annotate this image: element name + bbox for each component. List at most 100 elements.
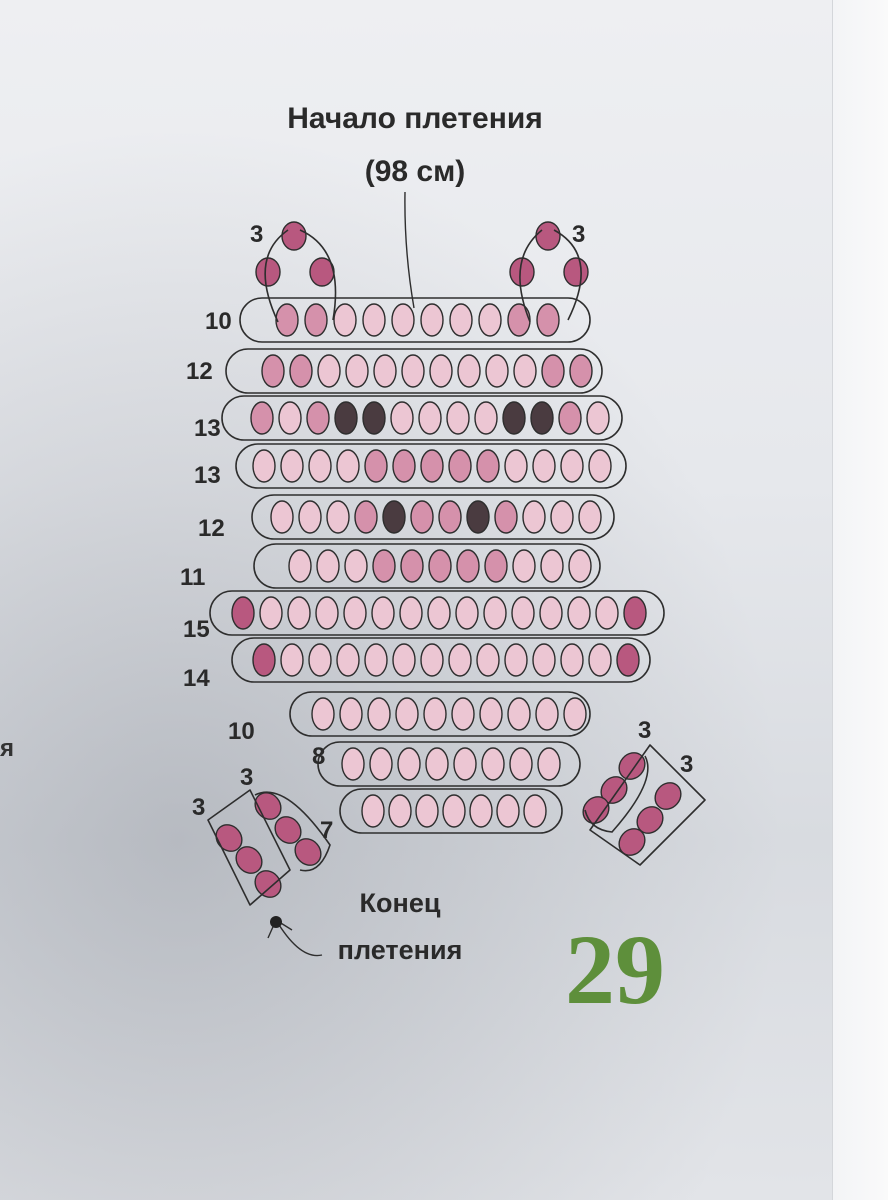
bead — [618, 752, 646, 780]
bead — [343, 596, 367, 630]
bead — [254, 870, 282, 898]
bead — [469, 794, 493, 828]
bead — [250, 401, 274, 435]
bead — [560, 449, 584, 483]
bead — [512, 549, 536, 583]
bead — [364, 643, 388, 677]
bead — [281, 221, 307, 251]
bead — [494, 500, 518, 534]
wire-loop — [251, 494, 615, 540]
bead — [563, 257, 589, 287]
bead — [541, 354, 565, 388]
wire-loop — [209, 590, 665, 636]
bead — [344, 549, 368, 583]
bead — [334, 401, 358, 435]
bead — [502, 401, 526, 435]
bead — [235, 846, 263, 874]
bead — [478, 303, 502, 337]
bead — [481, 747, 505, 781]
wire-loop — [519, 229, 582, 323]
wire-loop — [235, 443, 627, 489]
bead — [623, 596, 647, 630]
bead — [333, 303, 357, 337]
bead — [395, 697, 419, 731]
end-knot — [270, 916, 282, 928]
bead — [466, 500, 490, 534]
bead — [586, 401, 610, 435]
bead — [362, 401, 386, 435]
bead — [456, 549, 480, 583]
bead — [428, 549, 452, 583]
bead — [483, 596, 507, 630]
bead — [261, 354, 285, 388]
bead — [560, 643, 584, 677]
bead — [354, 500, 378, 534]
bead — [448, 449, 472, 483]
bead — [558, 401, 582, 435]
bead — [448, 643, 472, 677]
bead — [479, 697, 503, 731]
bead — [315, 596, 339, 630]
bead — [496, 794, 520, 828]
bead — [392, 449, 416, 483]
bead — [336, 643, 360, 677]
leg-wire-outline — [207, 789, 291, 906]
bead — [278, 401, 302, 435]
bead — [415, 794, 439, 828]
wire-loop — [231, 637, 651, 683]
bead — [539, 596, 563, 630]
bead — [259, 596, 283, 630]
row-count-label: 14 — [183, 665, 210, 692]
bead — [588, 643, 612, 677]
wire-loop — [317, 741, 581, 787]
bead — [588, 449, 612, 483]
bead — [569, 354, 593, 388]
row-count-label: 13 — [194, 462, 221, 489]
bead — [476, 643, 500, 677]
bead — [231, 596, 255, 630]
bead — [442, 794, 466, 828]
bead — [252, 449, 276, 483]
bead — [364, 449, 388, 483]
wire-loop — [339, 788, 563, 834]
bead — [400, 549, 424, 583]
row-count-label: 13 — [194, 415, 221, 442]
row-count-label: 10 — [228, 718, 255, 745]
bead — [536, 303, 560, 337]
bead — [427, 596, 451, 630]
bead — [523, 794, 547, 828]
bead — [457, 354, 481, 388]
row-count-label: 15 — [183, 616, 210, 643]
bead — [425, 747, 449, 781]
bead — [532, 643, 556, 677]
row-count-label: 12 — [198, 515, 225, 542]
bead — [540, 549, 564, 583]
wire-lines — [207, 191, 706, 957]
right-outer-leg — [618, 782, 682, 856]
bead — [298, 500, 322, 534]
left-outer-leg — [215, 824, 282, 898]
row-count-label: 8 — [312, 743, 325, 770]
wire-loop — [239, 297, 591, 343]
bead — [410, 500, 434, 534]
bead — [372, 549, 396, 583]
bead — [509, 747, 533, 781]
bead — [453, 747, 477, 781]
bead — [504, 449, 528, 483]
right-ear — [509, 221, 589, 323]
bead — [455, 596, 479, 630]
row-count-label: 11 — [180, 564, 205, 591]
end-leader-line — [275, 919, 323, 957]
bead — [392, 643, 416, 677]
right-inner-leg — [582, 752, 649, 833]
bead — [252, 643, 276, 677]
bead — [399, 596, 423, 630]
bead — [420, 449, 444, 483]
bead — [568, 549, 592, 583]
bead — [535, 697, 559, 731]
bead — [311, 697, 335, 731]
bead — [429, 354, 453, 388]
start-leader-line — [404, 191, 415, 309]
